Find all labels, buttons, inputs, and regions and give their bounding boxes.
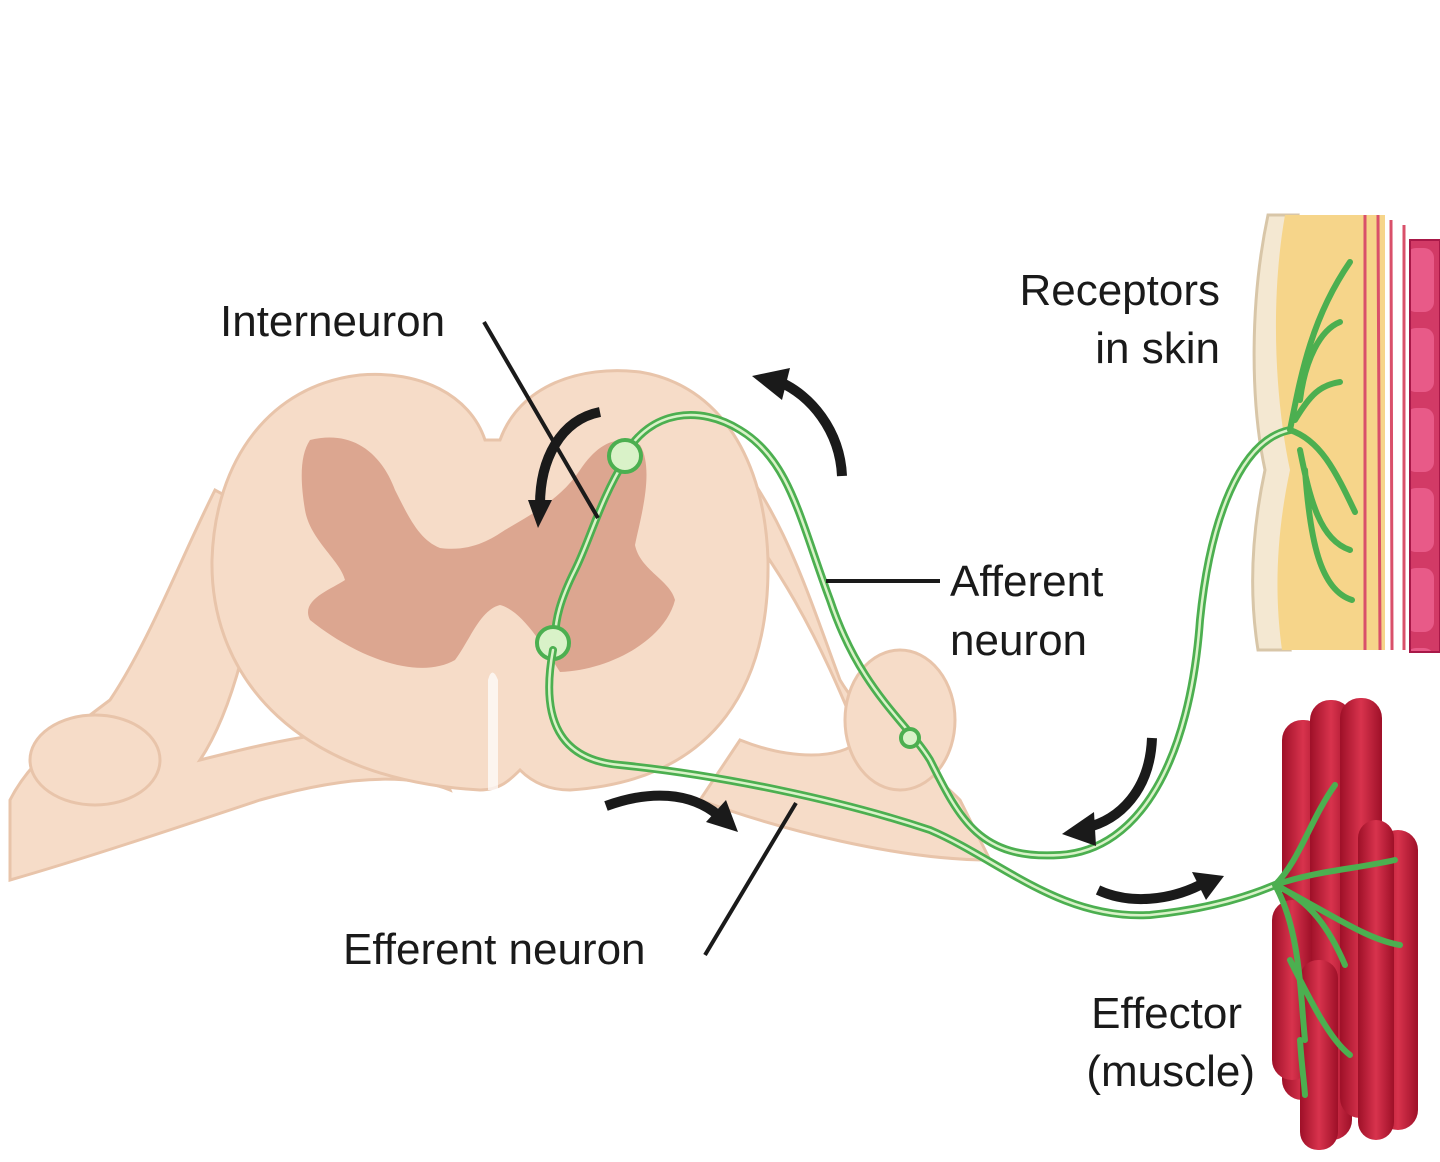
neurons: [535, 259, 1403, 1098]
effector-label-line2: (muscle): [1086, 1047, 1255, 1096]
anterior-fissure: [488, 672, 498, 790]
arrow-head: [706, 800, 738, 832]
leader-lines: [482, 320, 940, 957]
arrow-head: [752, 368, 790, 400]
afferent-label-line2: neuron: [950, 616, 1088, 665]
left-ganglion: [28, 713, 162, 807]
receptor-endings: [1287, 259, 1358, 603]
interneuron-label: Interneuron: [220, 297, 446, 346]
interneuron-leader: [482, 320, 600, 520]
muscle-fiber: [1358, 820, 1394, 1140]
arrow-from-receptors: [1083, 737, 1157, 833]
effector-label-line1: Effector: [1091, 989, 1242, 1038]
skin-dermis-lines: [1363, 214, 1406, 651]
right-spinal-nerve: [697, 437, 993, 862]
afferent-cell-body: [899, 727, 921, 749]
spinal-cord: [8, 369, 993, 882]
afferent-label-line1: Afferent: [950, 557, 1104, 606]
arrow-head: [1062, 812, 1096, 846]
arrow-to-effector: [1095, 880, 1203, 904]
receptors-label-line2: in skin: [1095, 324, 1220, 373]
muscle-fiber: [1300, 960, 1338, 1150]
skin-fat-layer: [1275, 215, 1385, 650]
arrow-efferent-out: [604, 790, 722, 819]
efferent-label: Efferent neuron: [343, 925, 646, 974]
arrow-head: [528, 500, 552, 528]
receptors-label-line1: Receptors: [1019, 266, 1220, 315]
motor-endings: [1272, 782, 1403, 1098]
gray-matter: [301, 437, 675, 672]
skin: [1251, 213, 1440, 653]
skin-cell-layer: [1409, 239, 1440, 653]
arrow-afferent-up: [777, 377, 847, 477]
efferent-leader: [703, 801, 798, 957]
synapse-upper: [607, 438, 643, 474]
arrow-head: [1192, 872, 1224, 900]
